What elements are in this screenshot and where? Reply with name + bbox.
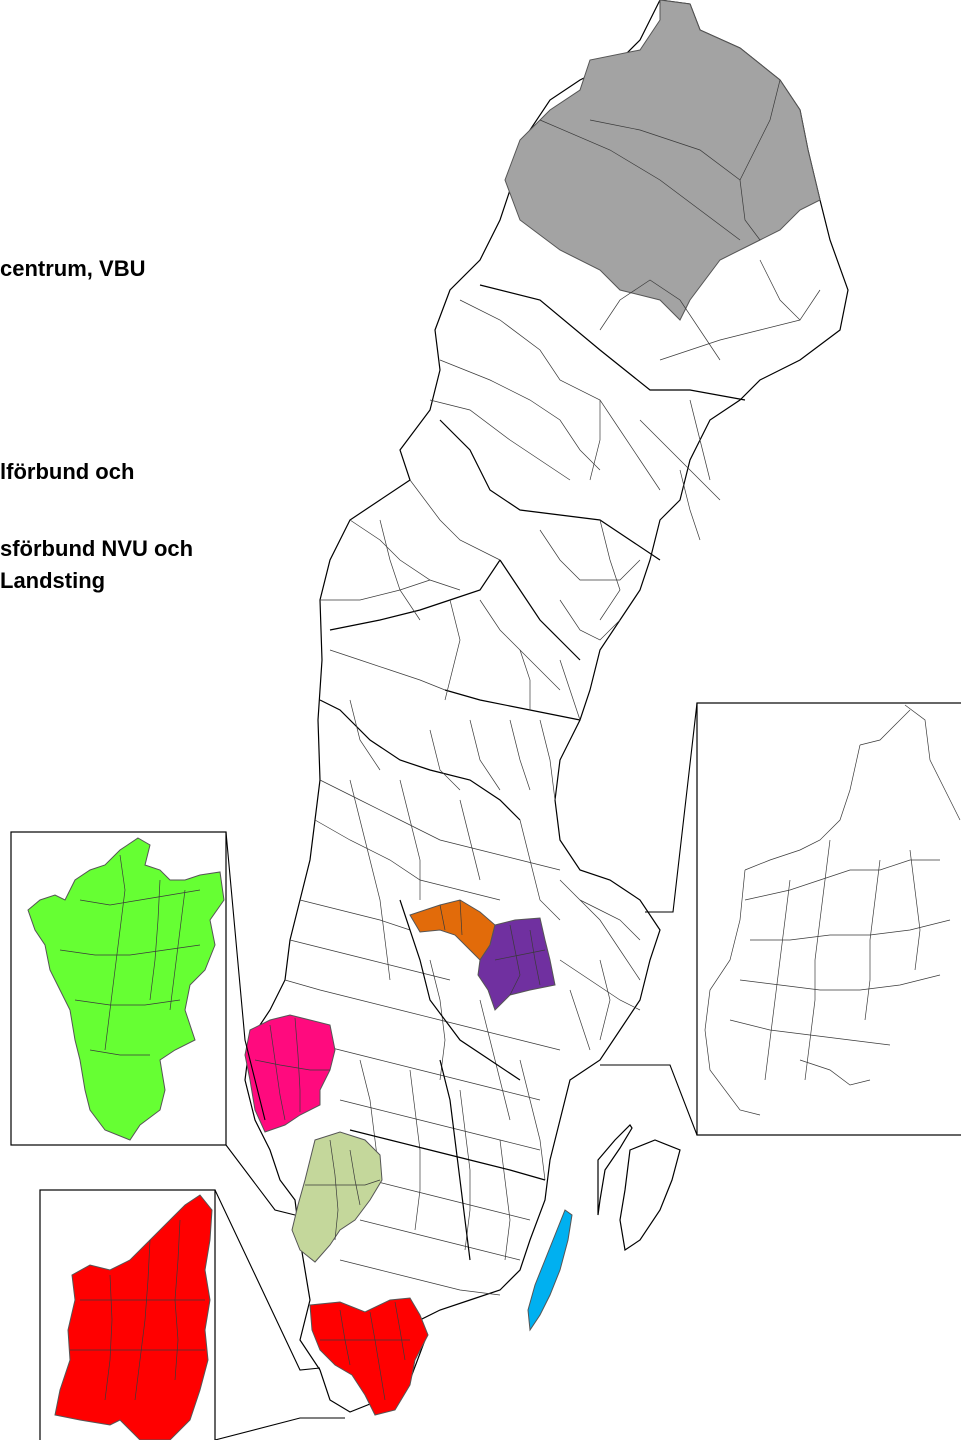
legend-text-vbu: centrum, VBU bbox=[0, 256, 146, 281]
legend-text-landsting: Landsting bbox=[0, 568, 106, 593]
region-vastmanland bbox=[477, 917, 556, 1011]
east-land bbox=[619, 1139, 681, 1252]
region-gotland bbox=[527, 1209, 573, 1332]
region-norrbotten-north bbox=[504, 0, 821, 321]
region-vastra-gotaland-north bbox=[244, 1014, 336, 1133]
oland-island bbox=[597, 1124, 633, 1216]
region-inset-green bbox=[27, 837, 225, 1141]
legend-text-nvu: sförbund NVU och bbox=[0, 536, 194, 561]
legend-text-forbund: lförbund och bbox=[0, 459, 135, 484]
region-skane bbox=[309, 1297, 429, 1416]
region-inset-red bbox=[54, 1194, 213, 1440]
inset-stockholm-box bbox=[696, 702, 961, 1136]
